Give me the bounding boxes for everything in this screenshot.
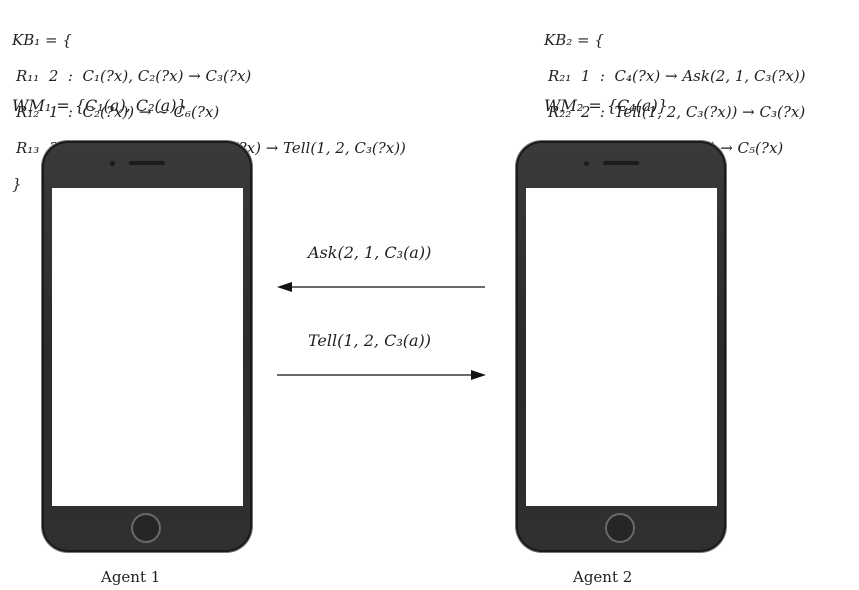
ask-message-label: Ask(2, 1, C₃(a)) <box>308 243 432 262</box>
agent2-kb-open: KB₂ = { <box>544 31 604 49</box>
agent2-rule-r21: R₂₁ 1 : C₄(?x) → Ask(2, 1, C₃(?x)) <box>548 67 806 85</box>
agent1-phone-screen <box>52 188 243 506</box>
speaker-icon <box>603 161 639 165</box>
agent1-label: Agent 1 <box>101 568 161 586</box>
agent1-working-memory: WM₁ = {C₁(a), C₂(a)} <box>12 96 187 115</box>
camera-icon <box>584 161 589 166</box>
tell-message-label: Tell(1, 2, C₃(a)) <box>308 331 431 350</box>
agent2-phone-screen <box>526 188 717 506</box>
agent2-rule-r22: R₂₂ 2 : Tell(1, 2, C₃(?x)) → C₃(?x) <box>548 103 806 121</box>
agent2-phone <box>516 141 726 552</box>
speaker-icon <box>129 161 165 165</box>
agent1-kb-close: } <box>12 175 22 193</box>
tell-arrow-right <box>277 370 486 380</box>
home-button-icon <box>605 513 635 543</box>
agent1-phone <box>42 141 252 552</box>
ask-arrow-left <box>277 282 485 292</box>
agent1-kb-open: KB₁ = { <box>12 31 72 49</box>
agent2-label: Agent 2 <box>573 568 633 586</box>
camera-icon <box>110 161 115 166</box>
home-button-icon <box>131 513 161 543</box>
agent1-rule-r11: R₁₁ 2 : C₁(?x), C₂(?x) → C₃(?x) <box>16 67 252 85</box>
agent1-rule-r12: R₁₂ 1 : C₂(?x)) → ∼ C₆(?x) <box>16 103 220 121</box>
agent2-working-memory: WM₂ = {C₄(a)} <box>544 96 668 115</box>
